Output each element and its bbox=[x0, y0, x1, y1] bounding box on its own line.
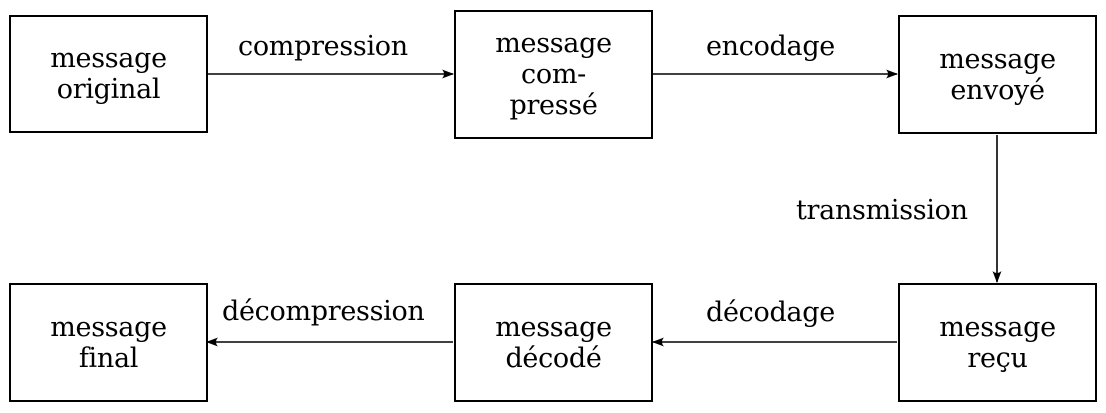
node-sent-line2: envoyé bbox=[950, 74, 1045, 106]
node-message-original-label: message original bbox=[50, 43, 167, 105]
node-message-sent-label: message envoyé bbox=[939, 44, 1056, 106]
node-received-line1: message bbox=[939, 311, 1056, 343]
node-message-sent: message envoyé bbox=[898, 15, 1097, 134]
node-message-decoded-label: message décodé bbox=[495, 312, 612, 374]
edge-label-transmission: transmission bbox=[796, 195, 968, 226]
node-message-received: message reçu bbox=[898, 283, 1097, 402]
node-original-line1: message bbox=[50, 43, 167, 74]
node-compressed-line2: com- bbox=[521, 59, 586, 90]
node-sent-line1: message bbox=[939, 43, 1056, 75]
edge-label-compression: compression bbox=[238, 31, 408, 62]
node-message-decoded: message décodé bbox=[454, 283, 653, 402]
node-final-line2: final bbox=[78, 342, 139, 374]
node-original-line2: original bbox=[56, 74, 161, 105]
node-compressed-line3: pressé bbox=[509, 90, 598, 121]
edge-label-encoding: encodage bbox=[706, 31, 835, 62]
node-decoded-line2: décodé bbox=[505, 342, 602, 374]
node-final-line1: message bbox=[50, 311, 167, 343]
node-decoded-line1: message bbox=[495, 311, 612, 343]
node-message-received-label: message reçu bbox=[939, 312, 1056, 374]
node-message-final: message final bbox=[9, 283, 208, 402]
node-received-line2: reçu bbox=[967, 342, 1028, 374]
edge-label-decompression: décompression bbox=[222, 296, 425, 327]
node-message-compressed: message com- pressé bbox=[454, 10, 653, 139]
node-message-compressed-label: message com- pressé bbox=[495, 28, 612, 121]
node-compressed-line1: message bbox=[495, 28, 612, 59]
edge-label-decoding: décodage bbox=[706, 297, 835, 328]
node-message-final-label: message final bbox=[50, 312, 167, 374]
node-message-original: message original bbox=[9, 15, 208, 133]
